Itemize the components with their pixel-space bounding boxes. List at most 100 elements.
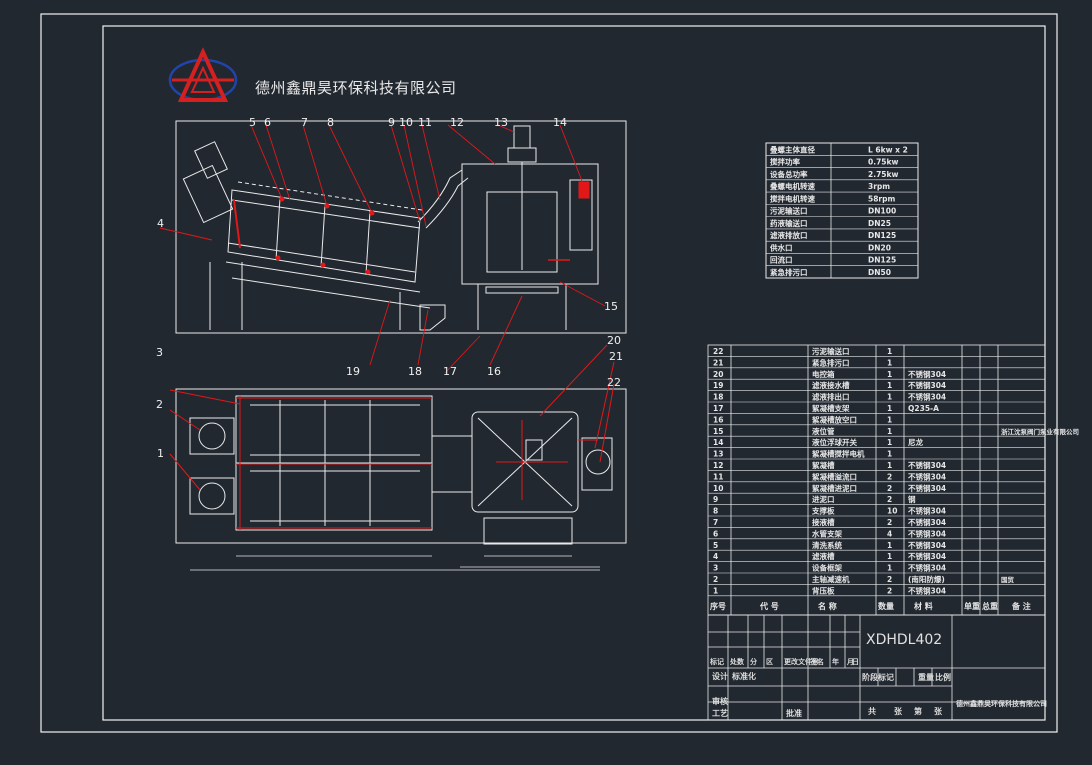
plan-dimensions (190, 555, 600, 571)
bom-no: 1 (713, 586, 718, 595)
bom-no: 20 (713, 370, 723, 379)
bom-name: 支撑板 (811, 506, 835, 516)
bom-qty: 1 (887, 415, 892, 424)
callout-8: 8 (327, 116, 334, 129)
bom-remark: 浙江沈泵阀门泵业有限公司 (1001, 427, 1079, 436)
bom-no: 9 (713, 495, 718, 504)
bom-name: 液位浮球开关 (812, 437, 857, 447)
bom-qty: 1 (887, 347, 892, 356)
bom-qty: 1 (887, 358, 892, 367)
bom-qty: 1 (887, 461, 892, 470)
tb-stage: 阶段标记 (862, 672, 894, 682)
company-name: 德州鑫鼎昊环保科技有限公司 (255, 79, 457, 97)
bom-no: 17 (713, 404, 723, 413)
tb-total: 共 (868, 706, 876, 716)
tb-sheet: 张 (894, 707, 903, 716)
bom-material: 尼龙 (908, 437, 923, 447)
spec-label: 紧急排污口 (770, 267, 808, 277)
bom-qty: 2 (887, 484, 892, 493)
bom-no: 5 (713, 541, 718, 550)
bom-qty: 10 (887, 507, 897, 516)
spec-label: 搅拌功率 (770, 157, 800, 167)
bom-qty: 1 (887, 564, 892, 573)
bom-qty: 1 (887, 541, 892, 550)
callout-15: 15 (604, 300, 618, 313)
tb-row1-cell: 处数 (729, 657, 745, 666)
outer-frame (40, 13, 1058, 733)
bom-name: 接液槽 (812, 517, 835, 527)
bom-no: 18 (713, 393, 723, 402)
callout-16: 16 (487, 365, 501, 378)
bom-material: 不锈钢304 (908, 540, 946, 550)
bom-header-cell: 备 注 (1011, 601, 1031, 611)
bom-name: 污泥输送口 (812, 346, 850, 356)
bom-no: 15 (713, 427, 723, 436)
spec-label: 叠螺主体直径 (770, 144, 815, 154)
bom-material: Q235-A (908, 404, 939, 413)
bom-material: 钢 (908, 494, 916, 504)
callout-18: 18 (408, 365, 422, 378)
bom-header-cell: 总重 (982, 601, 998, 611)
spec-label: 搅拌电机转速 (770, 193, 815, 203)
tb-row1-cell: 分 (750, 657, 757, 666)
callout-11: 11 (418, 116, 432, 129)
bom-material: 不锈钢304 (908, 369, 946, 379)
bom-name: 絮凝槽 (812, 460, 835, 470)
bom-name: 水管支架 (812, 528, 842, 538)
drawing-number: XDHDL402 (866, 632, 943, 648)
bom-name: 滤液槽 (812, 551, 835, 561)
tb-process: 工艺 (712, 708, 728, 718)
bom-material: 不锈钢304 (908, 563, 946, 573)
bom-name: 电控箱 (812, 369, 835, 379)
bom-no: 10 (713, 484, 723, 493)
bom-name: 主轴减速机 (812, 574, 850, 584)
bom-no: 19 (713, 381, 723, 390)
tb-row1-cell: 月 (846, 658, 854, 666)
bom-no: 16 (713, 415, 723, 424)
bom-name: 滤液排出口 (812, 392, 850, 402)
red-highlights (233, 181, 590, 275)
bom-table (707, 344, 1046, 616)
bom-header-cell: 数量 (878, 601, 894, 611)
bom-no: 13 (713, 450, 723, 459)
tb-approve: 批准 (786, 708, 802, 718)
bom-material: 不锈钢304 (908, 380, 946, 390)
callout-5: 5 (249, 116, 256, 129)
bom-name: 设备框架 (812, 563, 842, 573)
spec-label: 滤液排放口 (770, 230, 808, 240)
spec-value: 2.75kw (868, 170, 898, 179)
bom-qty: 4 (887, 529, 892, 538)
bom-qty: 1 (887, 450, 892, 459)
bom-header-cell: 序号 (710, 601, 726, 611)
bom-name: 背压板 (812, 585, 835, 595)
bom-qty: 2 (887, 495, 892, 504)
spray-pipe (237, 181, 423, 211)
bom-name: 絮凝槽进泥口 (812, 483, 857, 493)
bom-qty: 1 (887, 427, 892, 436)
tb-row1-cell: 年 (832, 657, 839, 666)
bom-no: 4 (713, 552, 718, 561)
bom-no: 7 (713, 518, 718, 527)
spec-label: 设备总功率 (770, 169, 808, 179)
callout-3: 3 (156, 346, 163, 359)
plan-view (175, 388, 627, 545)
bom-no: 3 (713, 564, 718, 573)
bom-name: 絮凝槽放空口 (812, 414, 857, 424)
bom-name: 絮凝槽支架 (812, 403, 850, 413)
bom-material: 不锈钢304 (908, 551, 946, 561)
callout-1: 1 (157, 447, 164, 460)
bom-no: 14 (713, 438, 723, 447)
leader-lines-front (159, 124, 606, 374)
callout-2: 2 (156, 398, 163, 411)
tb-ratio: 比例 (935, 672, 951, 682)
bom-remark: 国贸 (1001, 575, 1015, 584)
bom-no: 2 (713, 575, 718, 584)
bom-material: 不锈钢304 (908, 517, 946, 527)
callout-22: 22 (607, 376, 621, 389)
bom-qty: 1 (887, 381, 892, 390)
spec-value: DN100 (868, 207, 896, 216)
